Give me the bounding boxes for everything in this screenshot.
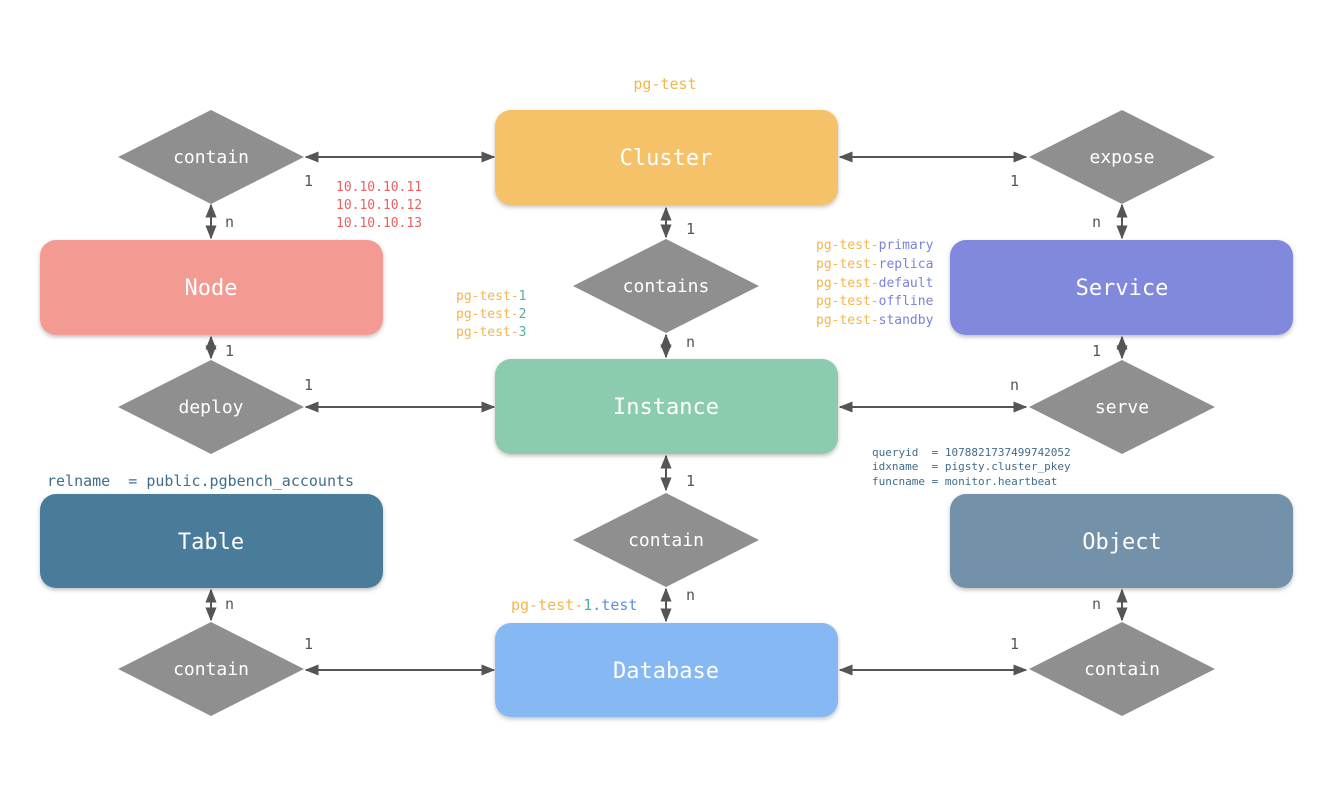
entity-table: Table xyxy=(40,494,383,588)
relation-diamond xyxy=(1029,110,1215,204)
cardinality-label: 1 xyxy=(1010,635,1019,653)
node-ip-annotation: 10.10.10.11 xyxy=(336,180,422,195)
relation-instance-database: contain xyxy=(573,493,759,587)
cardinality-label: 1 xyxy=(686,220,695,238)
entity-label: Table xyxy=(178,530,244,555)
relation-label: contain xyxy=(1084,659,1160,680)
entity-label: Object xyxy=(1082,530,1161,555)
service-name-annotation: pg-test-standby xyxy=(816,313,934,328)
database-name-annotation: pg-test-1.test xyxy=(511,596,637,614)
relation-diamond xyxy=(118,360,304,454)
cardinality-label: 1 xyxy=(304,376,313,394)
entity-label: Service xyxy=(1076,276,1169,301)
entity-box xyxy=(950,240,1293,335)
cardinality-label: 1 xyxy=(1092,342,1101,360)
relation-label: expose xyxy=(1089,147,1154,168)
entity-label: Node xyxy=(185,276,238,301)
entity-label: Instance xyxy=(613,395,719,420)
entity-box xyxy=(40,240,383,335)
table-relname-annotation: relname = public.pgbench_accounts xyxy=(47,472,354,490)
service-name-annotation: pg-test-replica xyxy=(816,257,933,272)
cardinality-label: n xyxy=(686,586,695,604)
relation-object-database: contain xyxy=(1029,622,1215,716)
relation-cluster-instance: contains xyxy=(573,239,759,333)
relation-service-instance: serve xyxy=(1029,360,1215,454)
cardinalities: 1 n 1 n 1 n 1 1 1 n 1 n n 1 n 1 xyxy=(225,172,1101,653)
entities: Cluster Node Service Instance Table Obje… xyxy=(40,110,1293,717)
entity-label: Database xyxy=(613,659,719,684)
cardinality-label: 1 xyxy=(225,342,234,360)
entity-object: Object xyxy=(950,494,1293,588)
relation-label: contain xyxy=(173,147,249,168)
connectors xyxy=(205,151,1128,676)
relation-label: serve xyxy=(1095,397,1149,418)
entity-box xyxy=(495,110,838,205)
entity-node: Node xyxy=(40,240,383,335)
entity-instance: Instance xyxy=(495,359,838,454)
relation-label: contain xyxy=(173,659,249,680)
service-name-annotation: pg-test-offline xyxy=(816,294,934,309)
entity-box xyxy=(40,494,383,588)
relation-label: deploy xyxy=(178,397,243,418)
relation-label: contain xyxy=(628,530,704,551)
cardinality-label: n xyxy=(1092,213,1101,231)
entity-box xyxy=(495,623,838,717)
relation-node-cluster: contain xyxy=(118,110,304,204)
entity-cluster: Cluster xyxy=(495,110,838,205)
entity-service: Service xyxy=(950,240,1293,335)
cardinality-label: 1 xyxy=(1010,172,1019,190)
relation-label: contains xyxy=(623,276,710,297)
relationships: contain expose contains deploy serve con… xyxy=(118,110,1215,716)
service-name-annotation: pg-test-primary xyxy=(816,238,934,253)
cardinality-label: n xyxy=(225,595,234,613)
entity-label: Cluster xyxy=(620,146,713,171)
instance-name-annotation: pg-test-2 xyxy=(456,307,526,322)
object-annotation: idxname = pigsty.cluster_pkey xyxy=(872,460,1071,473)
relation-diamond xyxy=(1029,622,1215,716)
instance-name-annotation: pg-test-3 xyxy=(456,325,526,340)
node-ip-annotation: 10.10.10.12 xyxy=(336,198,422,213)
cardinality-label: 1 xyxy=(304,172,313,190)
cardinality-label: n xyxy=(686,333,695,351)
relation-table-database: contain xyxy=(118,622,304,716)
relation-diamond xyxy=(1029,360,1215,454)
relation-diamond xyxy=(118,622,304,716)
cardinality-label: n xyxy=(1092,595,1101,613)
cardinality-label: n xyxy=(225,213,234,231)
relation-cluster-service: expose xyxy=(1029,110,1215,204)
entity-box xyxy=(950,494,1293,588)
object-annotation: queryid = 1078821737499742052 xyxy=(872,446,1071,459)
instance-name-annotation: pg-test-1 xyxy=(456,289,526,304)
entity-database: Database xyxy=(495,623,838,717)
cluster-name-annotation: pg-test xyxy=(633,75,696,93)
object-annotation: funcname = monitor.heartbeat xyxy=(872,475,1057,488)
cardinality-label: 1 xyxy=(686,472,695,490)
service-name-annotation: pg-test-default xyxy=(816,276,933,291)
relation-diamond xyxy=(118,110,304,204)
relation-diamond xyxy=(573,493,759,587)
entity-box xyxy=(495,359,838,454)
annotations: pg-test 10.10.10.11 10.10.10.12 10.10.10… xyxy=(47,75,1071,614)
relation-diamond xyxy=(573,239,759,333)
cardinality-label: 1 xyxy=(304,635,313,653)
relation-node-instance: deploy xyxy=(118,360,304,454)
node-ip-annotation: 10.10.10.13 xyxy=(336,216,422,231)
cardinality-label: n xyxy=(1010,376,1019,394)
